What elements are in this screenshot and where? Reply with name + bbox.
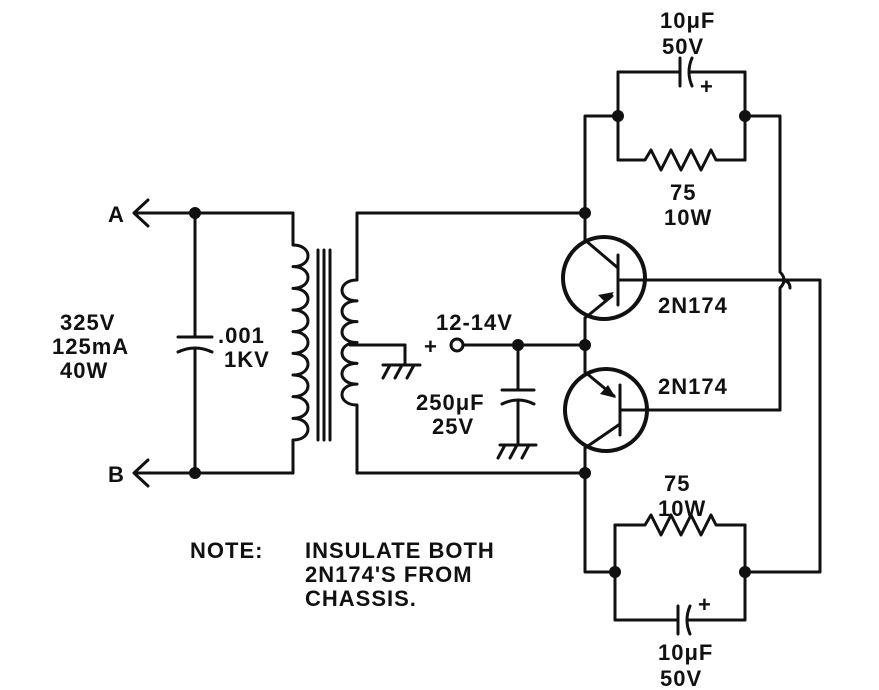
top-capacitor [616,56,747,88]
transformer-primary [291,211,310,475]
bottom-capacitor [613,604,747,636]
transistor-bottom-label: 2N174 [658,374,728,399]
dc-input-label: 12-14V [436,310,513,335]
transformer-core [316,248,332,442]
bottom-resistor-value: 75 [664,471,690,496]
input-rating-voltage: 325V [60,310,115,335]
transistor-top-label: 2N174 [658,293,728,318]
terminal-b-label: B [108,462,125,487]
input-rating-current: 125mA [52,334,129,359]
top-capacitor-polarity: + [700,74,714,99]
filter-capacitor-voltage: 25V [432,414,474,439]
top-capacitor-value: 10μF [660,8,715,33]
wire [613,523,747,622]
junction-dot [612,110,624,122]
input-capacitor-voltage: 1KV [224,347,270,372]
input-rating-power: 40W [60,358,108,383]
bottom-resistor [613,513,747,537]
wire [743,114,786,412]
junction-dot [189,467,201,479]
bottom-capacitor-polarity: + [698,592,712,617]
junction-dot [739,566,751,578]
bottom-capacitor-voltage: 50V [660,666,702,690]
top-capacitor-voltage: 50V [662,34,704,59]
dc-plus-label: + [424,334,438,359]
transformer-secondary [340,211,587,475]
junction-dot [579,207,591,219]
wire [743,278,822,574]
terminal-a-arrow [132,198,295,228]
note-line: 2N174'S FROM [305,562,473,587]
ground-icon [496,443,538,460]
note-label: NOTE: [190,538,263,563]
input-capacitor [176,211,214,475]
filter-capacitor-value: 250μF [416,390,485,415]
terminal-a-label: A [108,202,125,227]
terminal-b-arrow [132,458,295,488]
top-resistor-power: 10W [664,205,712,230]
junction-dot [739,110,751,122]
transistor-top-symbol [561,235,792,321]
note-line: CHASSIS. [305,586,417,611]
junction-dot [609,566,621,578]
note-line: INSULATE BOTH [305,538,495,563]
top-resistor-value: 75 [670,180,696,205]
junction-dot [189,207,201,219]
filter-capacitor [500,343,536,447]
junction-dot [579,467,591,479]
junction-dot [579,339,591,351]
input-capacitor-value: .001 [218,323,265,348]
ground-icon [381,343,422,380]
top-resistor [616,148,747,172]
bottom-resistor-power: 10W [658,496,706,521]
bottom-capacitor-value: 10μF [658,640,713,665]
transistor-bottom-symbol [563,367,782,453]
